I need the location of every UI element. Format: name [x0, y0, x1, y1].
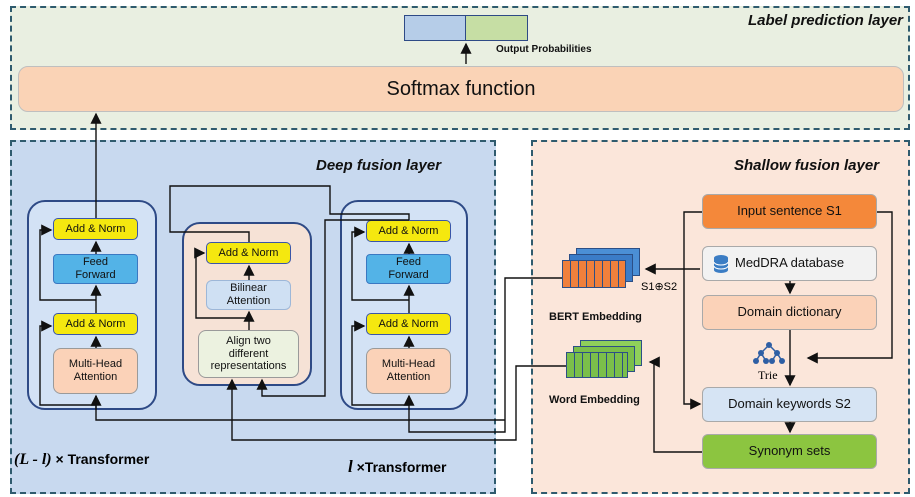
concat-label: S1⊕S2 — [641, 281, 678, 293]
output-prob-left — [404, 15, 466, 41]
bert-embedding-stack — [562, 248, 642, 292]
middle-align-box: Align two different representations — [198, 330, 299, 378]
meddra-database-label: MedDRA database — [735, 255, 845, 271]
left-caption-math: (L - l) — [14, 451, 52, 468]
meddra-database-box: MedDRA database — [702, 246, 877, 281]
left-add-norm-top: Add & Norm — [53, 218, 138, 240]
left-caption-text: × Transformer — [55, 451, 150, 467]
shallow-fusion-title: Shallow fusion layer — [734, 157, 880, 174]
left-feed-forward: Feed Forward — [53, 254, 138, 284]
right-transformer-caption: l ×Transformer — [348, 457, 447, 477]
input-sentence-box: Input sentence S1 — [702, 194, 877, 229]
synonym-sets-box: Synonym sets — [702, 434, 877, 469]
right-add-norm-bottom: Add & Norm — [366, 313, 451, 335]
domain-dictionary-box: Domain dictionary — [702, 295, 877, 330]
output-prob-right — [466, 15, 528, 41]
deep-fusion-title: Deep fusion layer — [316, 157, 442, 174]
trie-tree-icon — [753, 342, 785, 364]
middle-add-norm: Add & Norm — [206, 242, 291, 264]
bert-embedding-label: BERT Embedding — [549, 311, 642, 323]
word-embedding-stack — [566, 340, 646, 384]
left-multi-head-attention: Multi-Head Attention — [53, 348, 138, 394]
left-add-norm-bottom: Add & Norm — [53, 313, 138, 335]
label-prediction-title: Label prediction layer — [747, 12, 903, 29]
right-caption-math: l — [348, 457, 353, 476]
right-multi-head-attention: Multi-Head Attention — [366, 348, 451, 394]
left-transformer-caption: (L - l) × Transformer — [14, 451, 149, 469]
database-icon — [713, 254, 729, 273]
right-add-norm-top: Add & Norm — [366, 220, 451, 242]
trie-label: Trie — [758, 368, 778, 382]
domain-keywords-box: Domain keywords S2 — [702, 387, 877, 422]
word-embedding-label: Word Embedding — [549, 394, 640, 406]
softmax-box: Softmax function — [18, 66, 904, 112]
middle-bilinear-attention: Bilinear Attention — [206, 280, 291, 310]
output-probabilities-label: Output Probabilities — [496, 44, 592, 55]
right-caption-text: ×Transformer — [356, 459, 447, 475]
right-feed-forward: Feed Forward — [366, 254, 451, 284]
